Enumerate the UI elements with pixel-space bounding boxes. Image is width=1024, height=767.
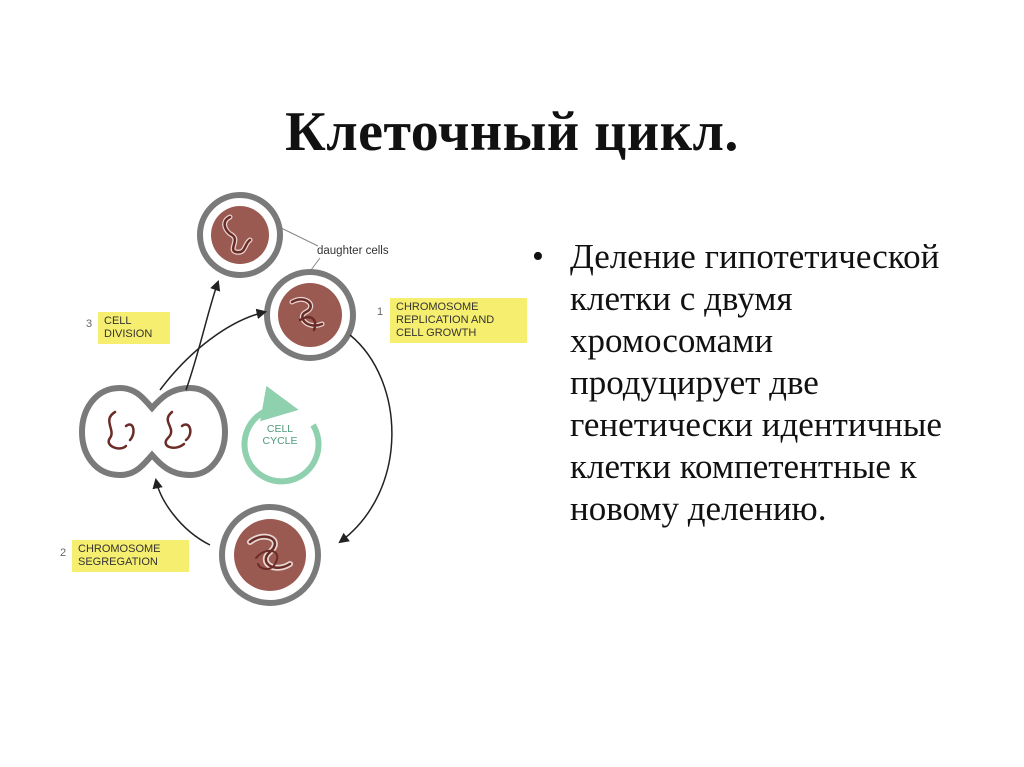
cell-cycle-diagram: daughter cells 1 CHROMOSOME REPLICATION … [60, 190, 530, 615]
arrow-segregation-to-division [152, 477, 211, 546]
step-2-number: 2 [60, 547, 67, 559]
step-1-number: 1 [377, 306, 384, 318]
cell-cycle-label: CELL CYCLE [262, 423, 298, 447]
slide-title: Клеточный цикл. [285, 101, 739, 163]
bullet-text: Деление гипотетической клетки с двумя хр… [570, 237, 942, 528]
dividing-cell [78, 384, 229, 479]
cell-cycle-arrow-icon [241, 385, 322, 485]
arrow-division-to-daughter-top [185, 280, 221, 391]
daughter-cell-top [197, 192, 283, 278]
bullet-item: • Деление гипотетической клетки с двумя … [532, 236, 1002, 530]
cell-cycle-illustration [78, 192, 393, 606]
replicated-cell-bottom [219, 504, 321, 606]
arrow-division-to-daughter-right [159, 308, 268, 391]
step-2-label: CHROMOSOME SEGREGATION [72, 540, 189, 572]
daughter-cells-label: daughter cells [317, 245, 389, 257]
step-3-number: 3 [86, 318, 93, 330]
bullet-icon: • [532, 238, 544, 275]
daughter-cell-right [264, 269, 356, 361]
arrow-replication-to-segregation [338, 334, 393, 544]
step-1-label: CHROMOSOME REPLICATION AND CELL GROWTH [390, 298, 527, 343]
step-3-label: CELL DIVISION [98, 312, 170, 344]
